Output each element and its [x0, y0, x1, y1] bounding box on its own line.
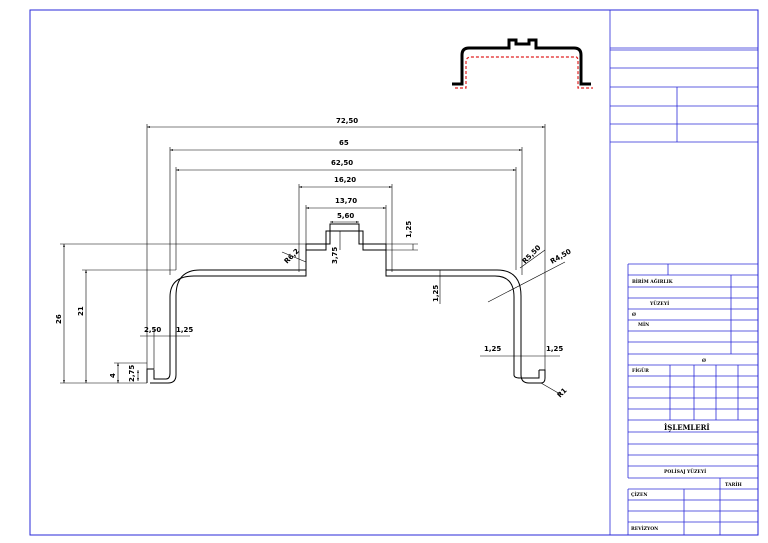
unit-weight-label: BİRİM AĞIRLIK [632, 277, 674, 285]
dim-left-radius: R6,2 [283, 247, 301, 265]
surface-label: YÜZEYİ [649, 300, 669, 307]
dim-left-flange-gap: 2,50 [144, 326, 161, 334]
dim-body-height: 21 [77, 306, 85, 316]
dim-lip-inner: 2,75 [128, 365, 136, 382]
dim-overall-width: 72,50 [336, 117, 358, 125]
dim-slot-width: 5,60 [337, 212, 354, 220]
dim-top-channel-outer: 16,20 [334, 176, 356, 184]
dim-rib-thickness: 1,25 [405, 221, 413, 238]
dim-right-radius-b: R4,50 [549, 247, 573, 265]
drawn-by-label: ÇİZEN [631, 491, 648, 498]
revision-label: REVİZYON [631, 525, 658, 532]
operations-label: İŞLEMLERİ [664, 423, 710, 432]
dim-lip-height: 4 [109, 373, 117, 378]
dim-right-radius-a: R5,50 [521, 244, 543, 266]
polish-surface-label: POLİSAJ YÜZEYİ [664, 468, 706, 475]
drawing-frame [29, 9, 759, 536]
title-block [609, 10, 758, 535]
figure-label: FİGÜR [632, 367, 649, 374]
profile-preview [452, 38, 593, 89]
dimension-lines [60, 124, 566, 395]
dim-top-channel-inner: 13,70 [335, 197, 357, 205]
dim-inner-width: 62,50 [331, 159, 353, 167]
dim-left-wall: 1,25 [176, 326, 193, 334]
dim-web-thickness: 1,25 [432, 285, 440, 302]
dim-outer-width: 65 [339, 139, 349, 147]
dim-corner-radius: R1 [556, 386, 569, 399]
min-label: MİN [638, 321, 649, 328]
diameter-symbol-1: Ø [632, 311, 636, 318]
dim-total-height: 26 [55, 314, 63, 324]
diameter-symbol-2: Ø [702, 357, 706, 364]
main-profile [146, 223, 546, 384]
date-label: TARİH [725, 481, 742, 488]
dim-slot-depth: 3,75 [331, 247, 339, 264]
dim-right-wall-b: 1,25 [546, 345, 563, 353]
dim-right-wall-a: 1,25 [484, 345, 501, 353]
